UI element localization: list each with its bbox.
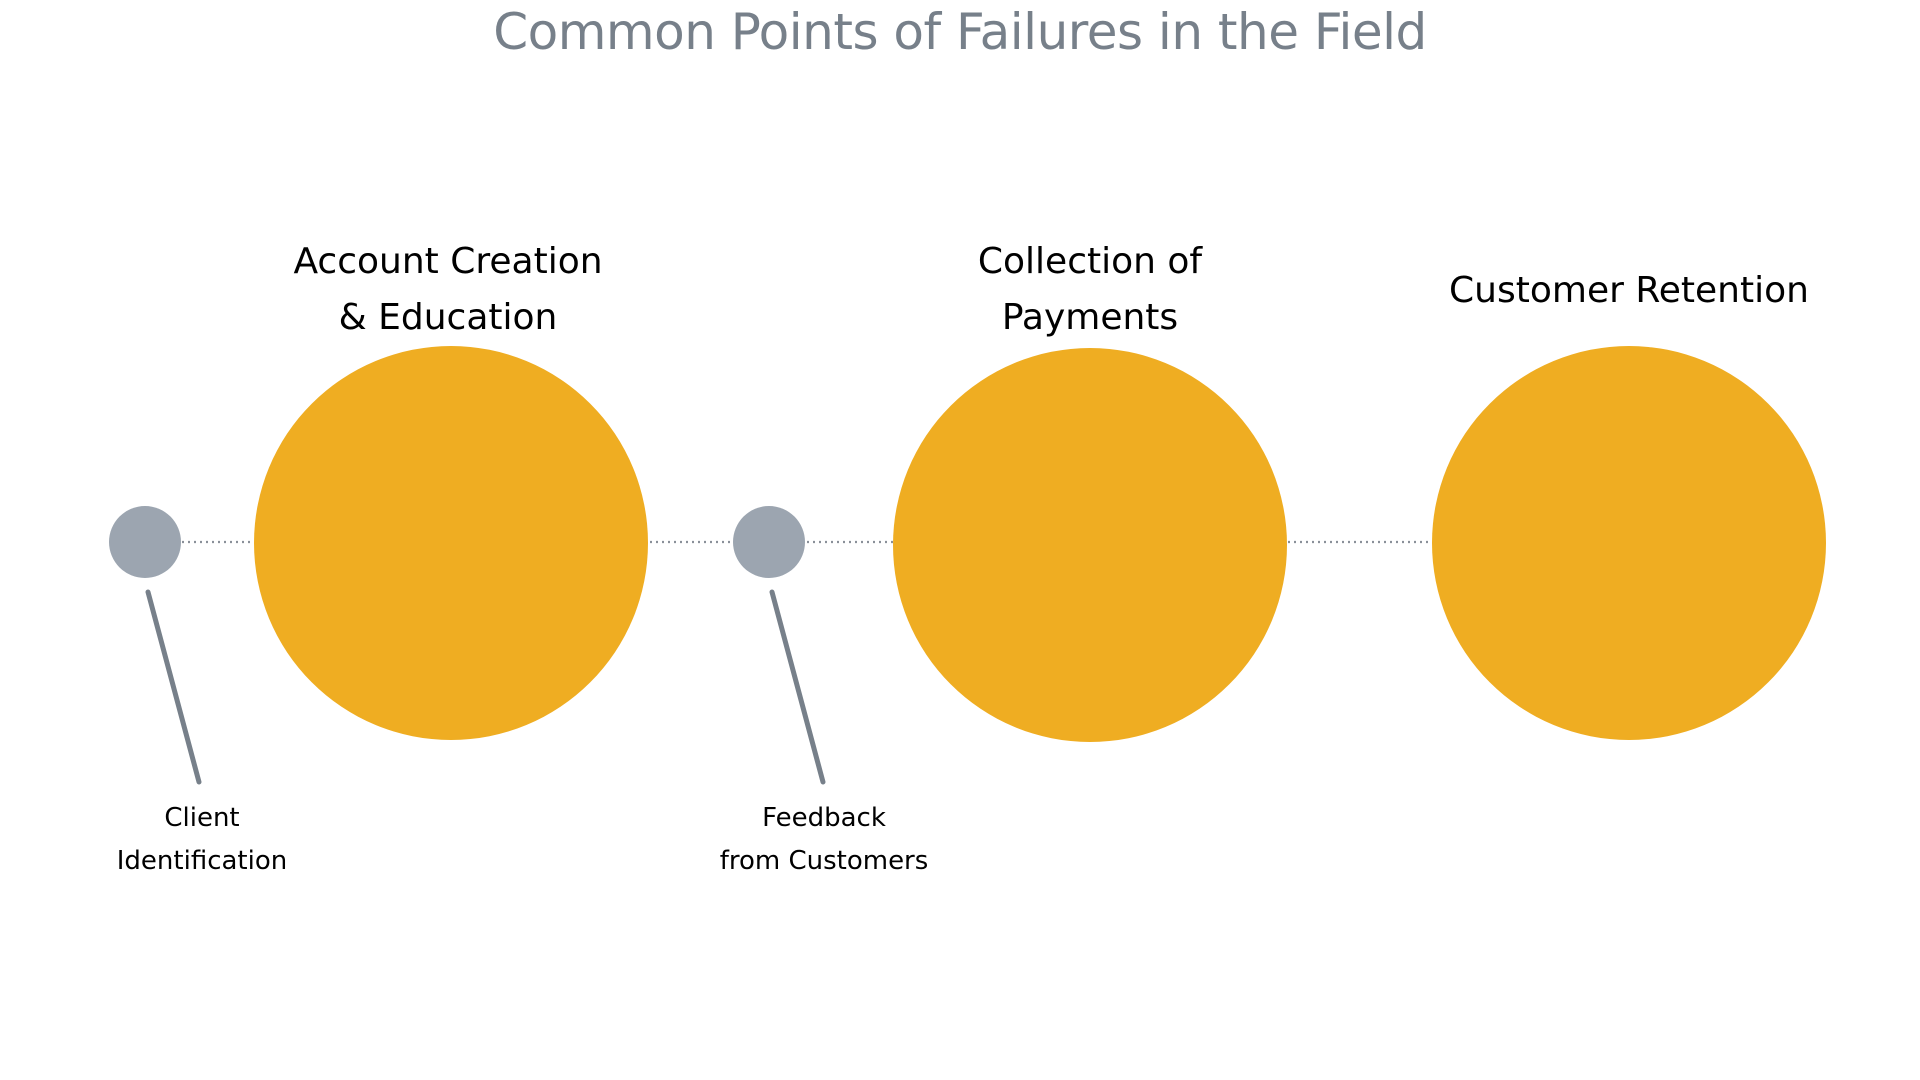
stage-label: Account Creation & Education <box>228 234 668 346</box>
milestone-label: Client Identification <box>52 797 352 883</box>
stage-label-line: & Education <box>338 297 558 338</box>
milestone-dot <box>733 506 805 578</box>
milestone-label: Feedback from Customers <box>674 797 974 883</box>
milestone-pointer-line <box>145 589 202 785</box>
stage-label: Customer Retention <box>1409 263 1849 319</box>
milestone-label-line: from Customers <box>719 846 929 876</box>
milestone-dot <box>109 506 181 578</box>
stage-label: Collection of Payments <box>870 234 1310 346</box>
stage-label-line: Account Creation <box>293 241 603 282</box>
milestone-label-line: Identification <box>116 846 288 876</box>
milestone-label-line: Client <box>164 803 240 833</box>
stage-label-line: Payments <box>1001 297 1179 338</box>
stage-circle-customer-retention <box>1432 346 1826 740</box>
stage-label-line: Customer Retention <box>1449 270 1809 311</box>
stage-label-line: Collection of <box>977 241 1203 282</box>
milestone-pointer-line <box>769 589 826 785</box>
stage-circle-collection-of-payments <box>893 348 1287 742</box>
page-title: Common Points of Failures in the Field <box>493 3 1427 61</box>
stage-circle-account-creation <box>254 346 648 740</box>
milestone-label-line: Feedback <box>762 803 886 833</box>
